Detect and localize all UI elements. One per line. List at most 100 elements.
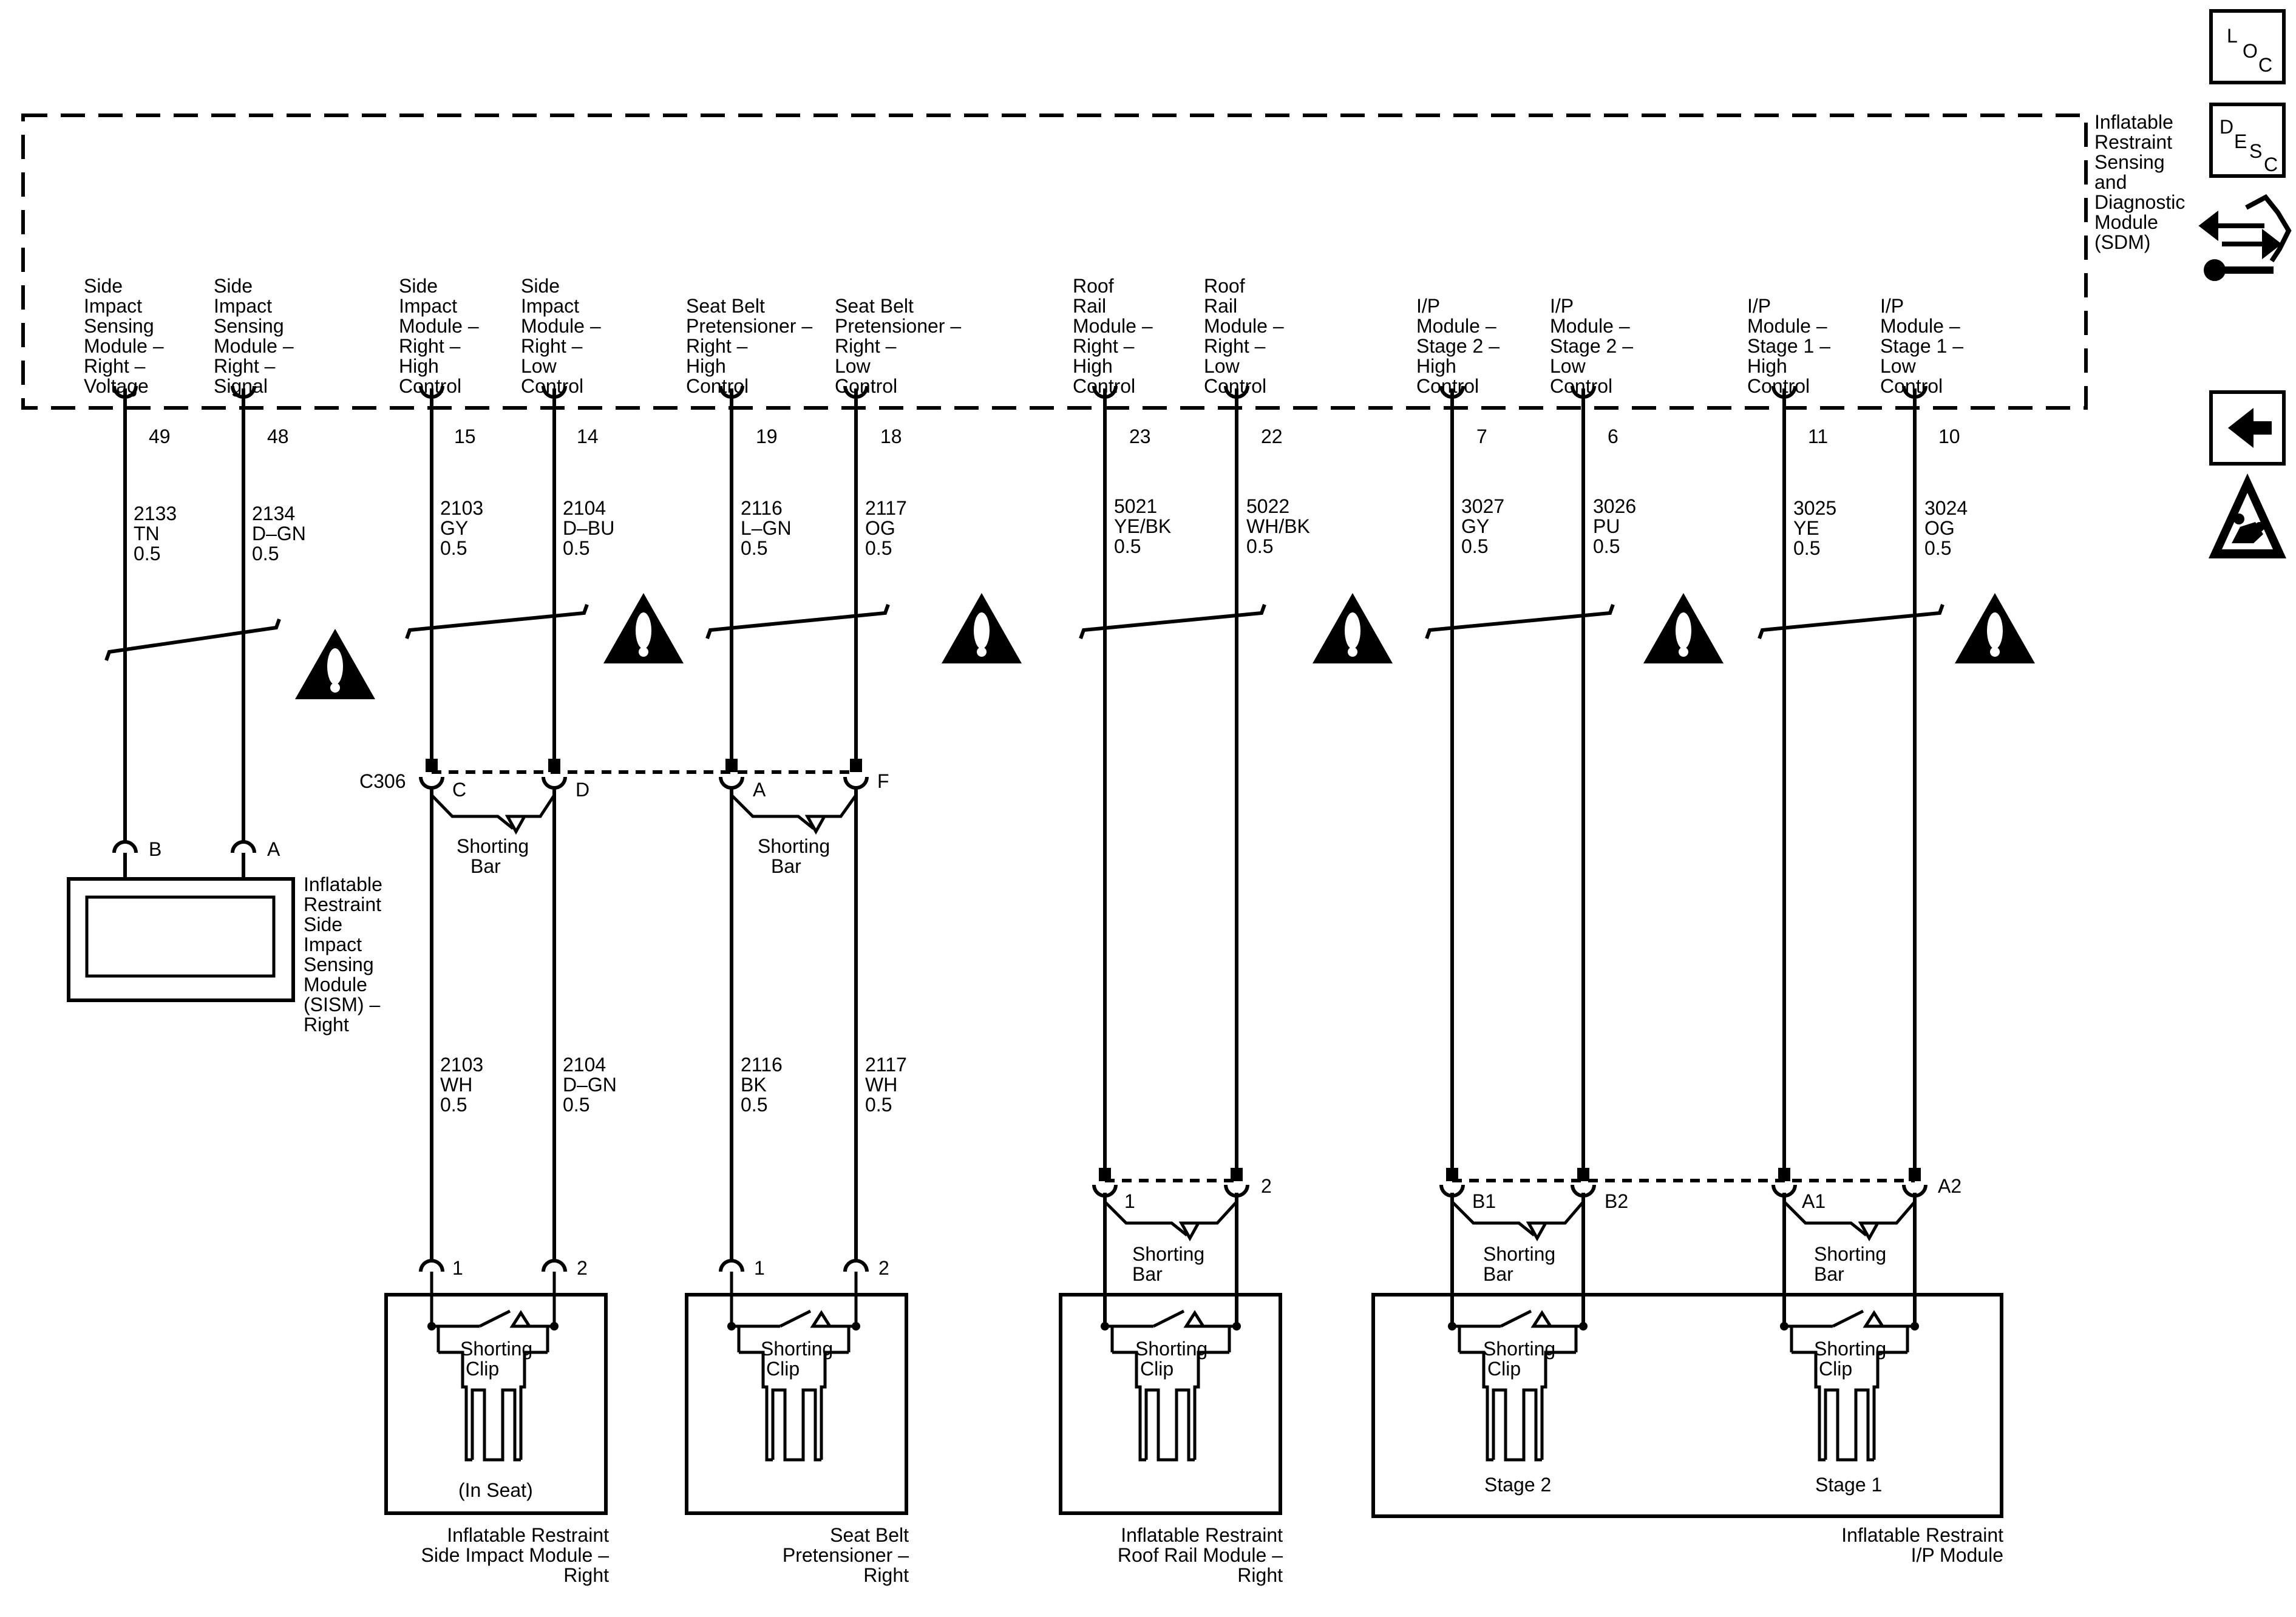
svg-text:2134: 2134 <box>252 503 295 524</box>
pin-18: 18 <box>880 425 902 447</box>
svg-text:S: S <box>2249 140 2262 162</box>
shorting-bar-c306-right: Shorting Bar <box>730 789 858 877</box>
svg-text:O: O <box>2243 40 2258 62</box>
svg-text:Bar: Bar <box>771 855 801 877</box>
svg-text:3025: 3025 <box>1793 497 1836 519</box>
svg-text:Right –: Right – <box>214 355 276 377</box>
circuit-label-14: Side Impact Module – Right – Low Control <box>521 275 601 397</box>
svg-text:Impact: Impact <box>214 295 272 317</box>
svg-text:A2: A2 <box>1938 1175 1961 1197</box>
roof-rail-module: 1 2 Shorting Bar Shorting Clip <box>1059 1168 1282 1515</box>
circuit-label-22: Roof Rail Module – Right – Low Control <box>1204 275 1284 397</box>
svg-text:Sensing: Sensing <box>84 315 154 337</box>
svg-text:Stage 1: Stage 1 <box>1815 1474 1882 1496</box>
svg-text:Clip: Clip <box>466 1358 499 1380</box>
svg-text:L: L <box>2227 25 2238 47</box>
pin-6: 6 <box>1608 425 1618 447</box>
svg-text:A: A <box>267 838 280 860</box>
svg-text:High: High <box>1073 355 1113 377</box>
svg-text:B2: B2 <box>1605 1190 1628 1212</box>
svg-text:0.5: 0.5 <box>134 543 160 564</box>
wire-label-2116-lower: 2116 BK 0.5 <box>741 1054 783 1116</box>
wire-label-3025: 3025 YE 0.5 <box>1793 497 1836 559</box>
svg-text:Right –: Right – <box>1204 335 1266 357</box>
svg-text:2: 2 <box>878 1257 889 1279</box>
svg-text:Right –: Right – <box>1073 335 1135 357</box>
svg-text:Control: Control <box>686 375 749 397</box>
svg-text:Inflatable: Inflatable <box>2094 111 2173 133</box>
svg-text:Inflatable Restraint: Inflatable Restraint <box>1841 1524 2003 1546</box>
svg-text:(SDM): (SDM) <box>2094 231 2150 253</box>
svg-text:Side: Side <box>399 275 438 297</box>
svg-text:Module –: Module – <box>84 335 164 357</box>
pin-19: 19 <box>756 425 778 447</box>
svg-text:Module –: Module – <box>1880 315 1960 337</box>
svg-text:Control: Control <box>1416 375 1479 397</box>
svg-text:Inflatable Restraint: Inflatable Restraint <box>447 1524 609 1546</box>
svg-text:OG: OG <box>865 517 895 539</box>
svg-text:Control: Control <box>835 375 897 397</box>
svg-text:0.5: 0.5 <box>865 1094 892 1116</box>
svg-text:Side: Side <box>214 275 253 297</box>
warning-icons <box>295 593 2035 699</box>
pin-10: 10 <box>1938 425 1960 447</box>
svg-text:BK: BK <box>741 1074 767 1096</box>
svg-text:Stage 2 –: Stage 2 – <box>1416 335 1500 357</box>
svg-text:Inflatable: Inflatable <box>304 873 382 895</box>
wire-label-3024: 3024 OG 0.5 <box>1924 497 1968 559</box>
svg-text:Shorting: Shorting <box>1814 1243 1886 1265</box>
wire-label-2134: 2134 D–GN 0.5 <box>252 503 306 564</box>
svg-text:Control: Control <box>399 375 461 397</box>
svg-text:Side: Side <box>304 914 342 935</box>
warning-icon <box>1643 593 1724 663</box>
circuit-label-7: I/P Module – Stage 2 – High Control <box>1416 295 1500 397</box>
circuit-label-18: Seat Belt Pretensioner – Right – Low Con… <box>835 295 961 397</box>
diagnostic-tools-icon[interactable] <box>2198 194 2292 281</box>
svg-text:2133: 2133 <box>134 503 177 524</box>
svg-text:Shorting: Shorting <box>457 835 529 857</box>
svg-text:Control: Control <box>1073 375 1135 397</box>
warning-icon <box>603 593 684 663</box>
svg-text:YE: YE <box>1793 517 1819 539</box>
svg-text:2104: 2104 <box>563 497 606 519</box>
loc-button[interactable]: L O C <box>2209 9 2286 84</box>
svg-text:Sensing: Sensing <box>2094 151 2165 173</box>
connector-c306: C306 C D A F <box>359 759 889 801</box>
svg-text:Diagnostic: Diagnostic <box>2094 191 2185 213</box>
svg-text:Pretensioner –: Pretensioner – <box>686 315 812 337</box>
svg-text:F: F <box>877 770 889 792</box>
svg-text:Impact: Impact <box>84 295 142 317</box>
svg-text:3026: 3026 <box>1593 495 1636 517</box>
svg-text:Bar: Bar <box>1132 1263 1163 1285</box>
svg-text:Sensing: Sensing <box>214 315 284 337</box>
circuit-label-48: Side Impact Sensing Module – Right – Sig… <box>214 275 294 397</box>
warning-icon <box>295 629 375 699</box>
svg-text:B1: B1 <box>1472 1190 1496 1212</box>
warning-icon <box>942 593 1022 663</box>
svg-text:2: 2 <box>577 1257 588 1279</box>
svg-text:2: 2 <box>1261 1175 1272 1197</box>
svg-text:3027: 3027 <box>1461 495 1504 517</box>
svg-text:Shorting: Shorting <box>761 1338 833 1360</box>
svg-text:0.5: 0.5 <box>1593 535 1620 557</box>
wire-label-2103: 2103 GY 0.5 <box>440 497 483 559</box>
svg-text:D: D <box>576 779 589 801</box>
desc-button[interactable]: D E S C <box>2209 103 2286 178</box>
airbag-warning-icon[interactable] <box>2209 473 2286 558</box>
wires <box>123 401 1917 1326</box>
ip-module: B1 B2 A1 A2 Shorting Bar Shorting Bar <box>1371 1168 2003 1518</box>
svg-text:2116: 2116 <box>741 497 783 519</box>
svg-text:Roof: Roof <box>1073 275 1114 297</box>
svg-text:1: 1 <box>452 1257 463 1279</box>
svg-text:Shorting: Shorting <box>1814 1338 1886 1360</box>
back-button[interactable] <box>2209 390 2286 466</box>
svg-text:Module –: Module – <box>399 315 479 337</box>
svg-text:Low: Low <box>835 355 871 377</box>
twisted-pair-marks <box>104 603 1944 662</box>
wire-label-2116: 2116 L–GN 0.5 <box>741 497 792 559</box>
svg-text:Right: Right <box>863 1564 909 1586</box>
svg-text:High: High <box>686 355 726 377</box>
wire-label-3026: 3026 PU 0.5 <box>1593 495 1636 557</box>
wire-label-2133: 2133 TN 0.5 <box>134 503 177 564</box>
